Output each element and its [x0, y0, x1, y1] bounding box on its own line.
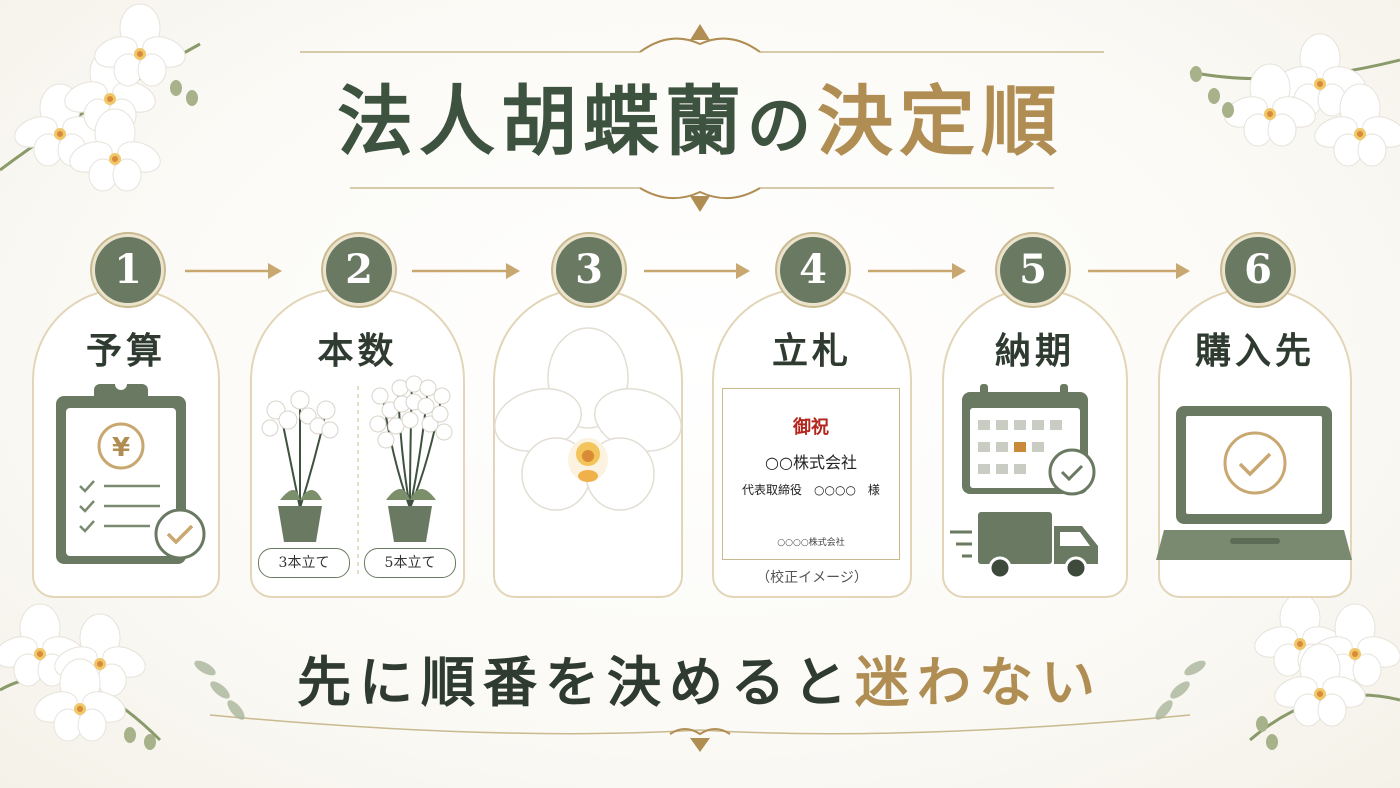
orchid-flower-icon [494, 327, 682, 511]
footer-tagline: 先に順番を決めると迷わない [0, 642, 1400, 722]
tag-proof: 御祝 ○○株式会社 代表取締役 ○○○○ 様 ○○○○株式会社 [722, 388, 900, 560]
delivery-truck-icon [950, 512, 1098, 580]
step-number-badge: 5 [997, 234, 1069, 306]
step-label: 購入先 [1194, 330, 1315, 372]
potted-orchid-3-icon [261, 390, 339, 542]
footer-main: 先に順番を決めると [297, 650, 855, 714]
step-number-badge: 1 [92, 234, 164, 306]
tag-company: ○○株式会社 [765, 453, 857, 472]
option-3-stems: 3本立て [258, 548, 350, 578]
step-number-badge: 2 [323, 234, 395, 306]
step-label: 予算 [85, 330, 166, 372]
tag-heading: 御祝 [793, 417, 829, 438]
step-label: 本数 [317, 330, 398, 372]
step-label: 納期 [994, 330, 1075, 372]
title-main: 法人胡蝶蘭 [337, 77, 747, 166]
title-accent: 決定順 [817, 77, 1063, 166]
calendar-icon [962, 384, 1096, 496]
potted-orchid-5-icon [369, 375, 453, 542]
step-label: 立札 [771, 330, 852, 372]
tag-caption: （校正イメージ） [756, 570, 868, 586]
step-number-badge: 3 [553, 234, 625, 306]
step-number-badge: 4 [777, 234, 849, 306]
option-5-stems: 5本立て [364, 548, 456, 578]
laptop-icon [1156, 406, 1352, 560]
orchid-corner-top-right [1189, 33, 1400, 167]
tag-recipient: 代表取締役 ○○○○ 様 [742, 483, 880, 497]
orchid-corner-bottom-left [0, 603, 162, 750]
title-particle: の [747, 89, 817, 164]
footer-accent: 迷わない [855, 650, 1103, 714]
clipboard-icon [56, 378, 206, 564]
orchid-corner-top-left [0, 3, 201, 192]
orchid-corner-bottom-right [1249, 593, 1400, 750]
step-number-badge: 6 [1222, 234, 1294, 306]
page-title: 法人胡蝶蘭の決定順 [0, 72, 1400, 177]
tag-sender: ○○○○株式会社 [777, 538, 845, 548]
yen-icon: ¥ [112, 433, 130, 463]
